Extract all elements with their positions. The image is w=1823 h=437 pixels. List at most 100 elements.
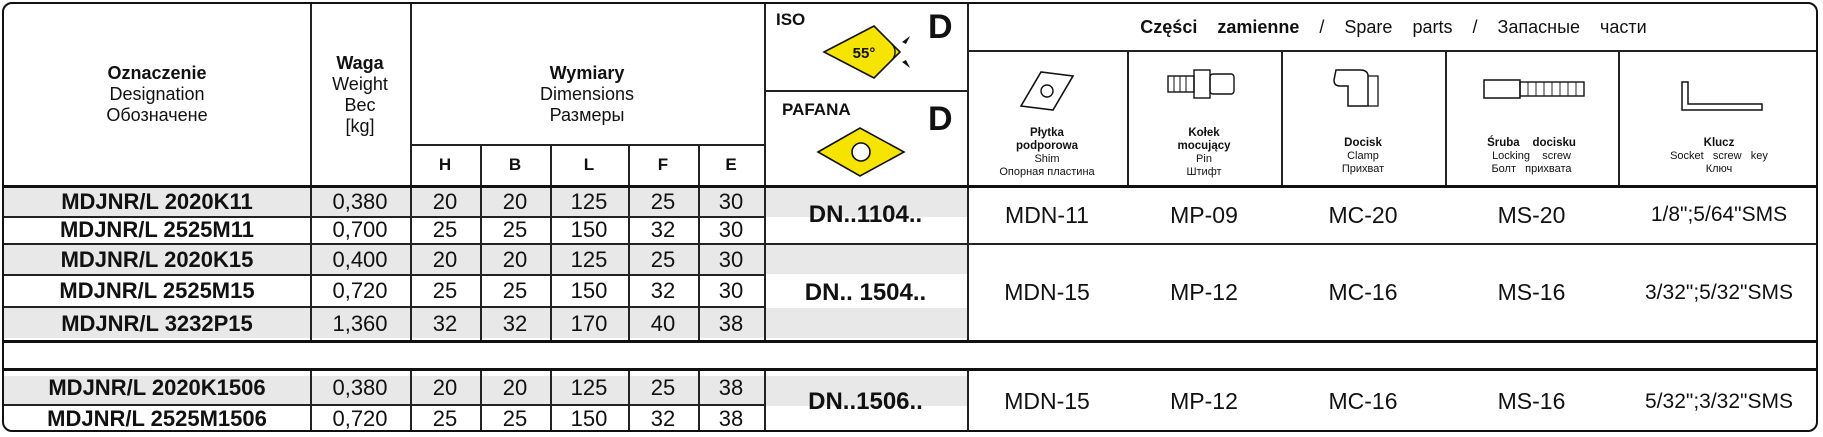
clamp-value: MC-20	[1328, 201, 1398, 228]
row-shade	[4, 187, 969, 217]
weight-unit: [kg]	[345, 115, 375, 136]
dimensions-header: Wymiary Dimensions Размеры	[410, 44, 764, 144]
table-row-b: 20	[502, 246, 528, 272]
table-row-l: 125	[570, 188, 608, 214]
table-row-f: 25	[650, 374, 676, 400]
designation-header: Oznaczenie Designation Обозначене	[4, 4, 310, 185]
dimensions-pl: Wymiary	[549, 62, 625, 83]
shim-header: Płytka podporowa Shim Опорная пластина	[999, 127, 1095, 178]
table-row-code: MDJNR/L 2525M1506	[47, 405, 267, 431]
key-header: Klucz Socket screw key Ключ	[1670, 136, 1768, 175]
table-row-weight: 0,720	[332, 277, 388, 303]
insert-code: DN.. 1504..	[804, 278, 927, 306]
table-row-e: 38	[718, 311, 744, 336]
table-row-code: MDJNR/L 2020K11	[61, 188, 253, 214]
table-row-h: 20	[432, 188, 458, 214]
table-row-b: 25	[502, 216, 528, 242]
row-shade	[4, 308, 969, 338]
designation-ru: Обозначене	[106, 105, 208, 125]
clamp-header: Docisk Clamp Прихват	[1341, 136, 1385, 175]
table-row-l: 170	[570, 311, 608, 336]
table-row-h: 25	[432, 216, 458, 242]
clamp-value: MC-16	[1328, 279, 1398, 305]
iso-letter: D	[928, 8, 953, 46]
weight-ru: Вес	[344, 94, 376, 115]
shim-value: MDN-15	[1004, 388, 1090, 414]
dim-col-h: H	[438, 154, 452, 174]
screw-icon	[1483, 79, 1585, 99]
pin-header: Kołek mocujący Pin Штифт	[1177, 127, 1231, 178]
dimensions-en: Dimensions	[539, 83, 635, 104]
table-row-b: 25	[502, 277, 528, 303]
table-row-weight: 1,360	[332, 311, 388, 336]
shim-value: MDN-15	[1004, 279, 1090, 305]
dim-col-e: E	[725, 154, 737, 174]
table-row-b: 32	[502, 311, 528, 336]
insert-code: DN..1104..	[808, 201, 923, 228]
key-icon	[1681, 81, 1763, 111]
angle-label: 55°	[853, 45, 876, 62]
row-shade	[4, 244, 969, 274]
dimensions-ru: Размеры	[549, 104, 625, 125]
key-value: 1/8";5/64"SMS	[1650, 203, 1788, 226]
spare-parts-header: Części zamienne / Spare parts / Запасные…	[1140, 16, 1647, 37]
table-row-f: 32	[650, 405, 676, 431]
table-row-weight: 0,700	[332, 216, 388, 242]
iso-label: ISO	[776, 10, 806, 29]
table-row-l: 150	[570, 405, 608, 431]
table-row-code: MDJNR/L 2020K1506	[48, 374, 266, 400]
table-row-e: 38	[718, 405, 744, 431]
screw-value: MS-16	[1497, 388, 1566, 414]
table-row-f: 32	[650, 277, 676, 303]
table-row-h: 32	[432, 311, 458, 336]
weight-en: Weight	[332, 73, 388, 94]
shim-value: MDN-11	[1005, 201, 1089, 228]
screw-header: Śruba docisku Locking screw Болт прихват…	[1487, 136, 1576, 175]
dim-col-f: F	[657, 154, 669, 174]
table-row-weight: 0,380	[332, 188, 388, 214]
table-row-b: 25	[502, 405, 528, 431]
designation-en: Designation	[109, 84, 205, 104]
table-row-weight: 0,720	[332, 405, 388, 431]
table-row-code: MDJNR/L 2525M11	[59, 216, 254, 242]
dim-col-l: L	[583, 154, 595, 174]
table-row-h: 20	[432, 246, 458, 272]
table-row-b: 20	[502, 374, 528, 400]
table-row-code: MDJNR/L 2525M15	[59, 277, 255, 303]
table-row-f: 25	[650, 246, 676, 272]
pafana-insert-icon	[816, 127, 906, 177]
pin-icon	[1167, 69, 1235, 99]
table-row-b: 20	[502, 188, 528, 214]
key-value: 3/32";5/32"SMS	[1645, 280, 1793, 304]
pin-value: MP-12	[1170, 388, 1238, 414]
table-row-h: 25	[432, 405, 458, 431]
pafana-label: PAFANA	[782, 100, 851, 119]
pin-value: MP-09	[1170, 201, 1238, 228]
table-row-weight: 0,400	[332, 246, 388, 272]
table-row-e: 38	[718, 374, 744, 400]
table-row-h: 25	[432, 277, 458, 303]
table-row-e: 30	[718, 216, 744, 242]
table-row-l: 150	[570, 277, 608, 303]
table-row-code: MDJNR/L 2020K15	[60, 246, 254, 272]
clamp-icon	[1333, 69, 1379, 107]
table-row-f: 25	[650, 188, 676, 214]
weight-pl: Waga	[336, 52, 384, 73]
screw-value: MS-20	[1497, 201, 1566, 228]
weight-header: Waga Weight Вес [kg]	[310, 4, 410, 185]
shim-icon	[1019, 71, 1075, 111]
table-row-l: 150	[570, 216, 608, 242]
table-row-f: 40	[650, 311, 676, 336]
table-row-h: 20	[432, 374, 458, 400]
table-row-e: 30	[718, 246, 744, 272]
insert-code: DN..1506..	[808, 387, 923, 415]
dim-col-b: B	[508, 154, 522, 174]
table-row-f: 32	[650, 216, 676, 242]
clamp-value: MC-16	[1328, 388, 1398, 414]
table-row-l: 125	[570, 246, 608, 272]
row-shade	[4, 376, 969, 406]
table-row-code: MDJNR/L 3232P15	[61, 311, 253, 336]
key-value: 5/32";3/32"SMS	[1645, 389, 1793, 413]
pin-value: MP-12	[1170, 279, 1238, 305]
